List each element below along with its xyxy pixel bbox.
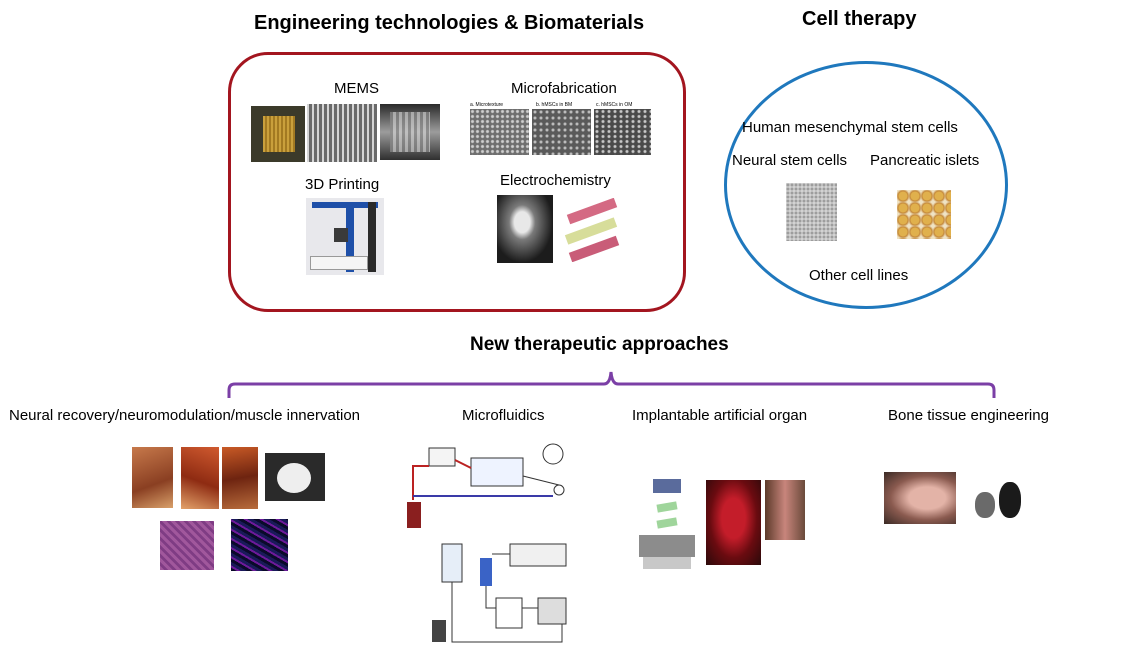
neural-surgery-image-1 [132, 447, 173, 508]
hmsc-label: Human mesenchymal stem cells [742, 119, 958, 136]
neural-surgery-image-2 [181, 447, 219, 509]
microfab-caption-c: c. hMSCs in OM [596, 102, 633, 108]
histology-image [160, 521, 214, 570]
other-cell-lines-label: Other cell lines [809, 267, 909, 284]
artificial-organ-schematic [639, 479, 695, 569]
hmsc-bm-image [532, 109, 591, 155]
approaches-title: New therapeutic approaches [470, 334, 729, 355]
mems-electrode-array-image [307, 104, 377, 162]
microfabrication-label: Microfabrication [511, 80, 617, 97]
mems-chip-image [251, 106, 305, 162]
approach-neural-label: Neural recovery/neuromodulation/muscle i… [9, 407, 361, 424]
perfusion-setup-diagram [432, 543, 567, 643]
neural-surgery-image-3 [222, 447, 258, 509]
electrode-schematic-image [561, 198, 623, 262]
neural-stem-cells-label: Neural stem cells [732, 152, 848, 169]
pancreatic-islets-label: Pancreatic islets [870, 152, 980, 169]
engineering-title: Engineering technologies & Biomaterials [254, 12, 645, 34]
bone-tissue-image [884, 472, 956, 524]
hmsc-om-image [594, 109, 651, 155]
neural-stem-cells-image [786, 183, 837, 241]
pancreatic-islets-image [897, 190, 951, 239]
heart-surgery-image [706, 480, 761, 565]
approach-bone-tissue-label: Bone tissue engineering [888, 407, 1049, 424]
3d-printer-image [306, 198, 384, 275]
approach-microfluidics-label: Microfluidics [462, 407, 545, 424]
fluorescence-image [231, 519, 288, 571]
electrode-sem-image [497, 195, 553, 263]
approach-artificial-organ-label: Implantable artificial organ [632, 407, 808, 424]
cell-therapy-title: Cell therapy [802, 8, 917, 30]
rat-image [265, 453, 325, 501]
microfluidic-circuit-diagram [407, 443, 565, 528]
approaches-bracket [227, 371, 996, 398]
mouse-image [969, 470, 1029, 527]
microfab-caption-b: b. hMSCs in BM [536, 102, 573, 108]
engineering-box [228, 52, 686, 312]
3d-printing-label: 3D Printing [305, 176, 380, 193]
microfab-caption-a: a. Microtexture [470, 102, 504, 108]
mems-label: MEMS [334, 80, 379, 97]
electrochemistry-label: Electrochemistry [500, 172, 611, 189]
microtexture-image [470, 109, 529, 155]
cell-therapy-circle [724, 61, 1008, 309]
mems-sem-image [380, 104, 440, 160]
organ-implant-image [765, 480, 805, 540]
